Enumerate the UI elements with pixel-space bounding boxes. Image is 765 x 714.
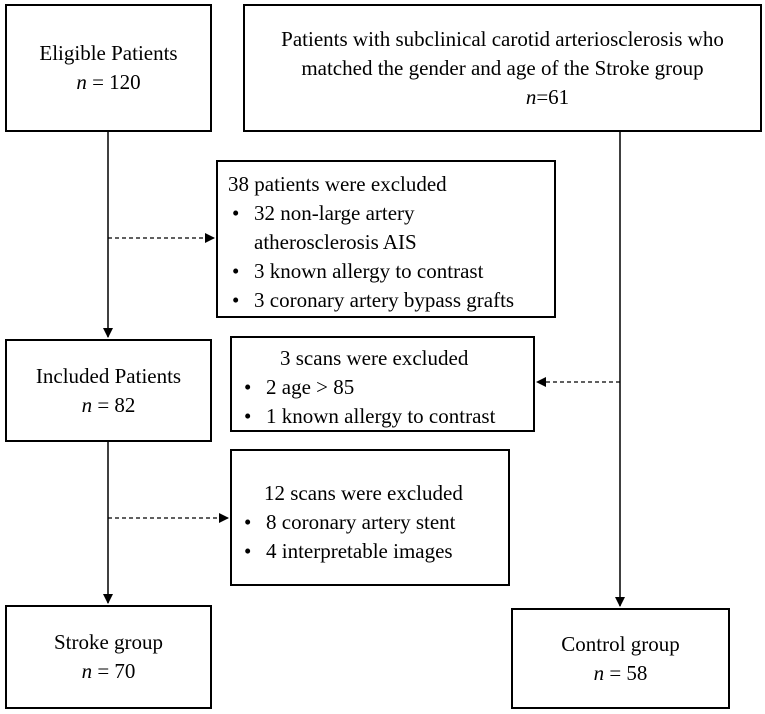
exclusion-box-38-patients: 38 patients were excluded 32 non-large a… — [216, 160, 556, 318]
subclinical-patients-count: n=61 — [436, 83, 569, 112]
exclusion-box-12-scans: 12 scans were excluded 8 coronary artery… — [230, 449, 510, 586]
exclusion-3-item-text: 2 age > 85 — [266, 375, 355, 399]
subclinical-patients-count-value: =61 — [536, 84, 570, 109]
control-group-title: Control group — [561, 631, 680, 656]
exclusion-38-list: 32 non-large artery atherosclerosis AIS … — [228, 199, 554, 315]
exclusion-12-item: 4 interpretable images — [240, 537, 508, 566]
eligible-patients-count-value: = 120 — [92, 70, 141, 94]
n-symbol: n — [76, 70, 87, 94]
subclinical-patients-box: Patients with subclinical carotid arteri… — [243, 4, 762, 132]
n-symbol: n — [525, 84, 537, 109]
exclusion-12-item-text: 4 interpretable images — [266, 539, 453, 563]
exclusion-12-list: 8 coronary artery stent 4 interpretable … — [240, 508, 508, 566]
included-patients-count-value: = 82 — [97, 392, 136, 417]
exclusion-38-title: 38 patients were excluded — [228, 172, 447, 196]
exclusion-3-title: 3 scans were excluded — [280, 346, 469, 370]
stroke-group-box: Stroke group n = 70 — [5, 605, 212, 709]
exclusion-3-item: 2 age > 85 — [240, 373, 533, 402]
subclinical-patients-line2: matched the gender and age of the Stroke… — [301, 55, 704, 80]
control-group-count-value: = 58 — [609, 660, 648, 685]
exclusion-38-item: 3 coronary artery bypass grafts — [228, 286, 554, 315]
subclinical-patients-line1: Patients with subclinical carotid arteri… — [281, 26, 724, 51]
n-symbol: n — [81, 392, 93, 417]
exclusion-3-item: 1 known allergy to contrast — [240, 402, 533, 431]
exclusion-3-list: 2 age > 85 1 known allergy to contrast — [240, 373, 533, 431]
exclusion-38-item: 32 non-large artery atherosclerosis AIS — [228, 199, 554, 257]
exclusion-12-item-text: 8 coronary artery stent — [266, 510, 456, 534]
exclusion-38-item-line: 3 coronary artery bypass grafts — [254, 288, 515, 312]
eligible-patients-count: n = 120 — [76, 68, 140, 97]
exclusion-12-item: 8 coronary artery stent — [240, 508, 508, 537]
exclusion-38-item-line: 32 non-large artery — [254, 201, 415, 225]
exclusion-38-item: 3 known allergy to contrast — [228, 257, 554, 286]
stroke-group-title: Stroke group — [53, 630, 164, 654]
n-symbol: n — [81, 659, 93, 683]
eligible-patients-title: Eligible Patients — [39, 41, 178, 65]
control-group-box: Control group n = 58 — [511, 608, 730, 709]
exclusion-box-3-scans: 3 scans were excluded 2 age > 85 1 known… — [230, 336, 535, 432]
stroke-group-count-value: = 70 — [97, 659, 136, 683]
exclusion-38-item-line: 3 known allergy to contrast — [254, 259, 484, 283]
included-patients-count: n = 82 — [82, 391, 136, 420]
stroke-group-count: n = 70 — [82, 657, 136, 686]
exclusion-12-title: 12 scans were excluded — [264, 481, 463, 505]
included-patients-title: Included Patients — [35, 363, 182, 388]
control-group-count: n = 58 — [594, 659, 648, 688]
exclusion-3-item-text: 1 known allergy to contrast — [266, 404, 496, 428]
included-patients-box: Included Patients n = 82 — [5, 339, 212, 442]
eligible-patients-box: Eligible Patients n = 120 — [5, 4, 212, 132]
exclusion-38-item-line: atherosclerosis AIS — [254, 230, 417, 254]
n-symbol: n — [593, 660, 605, 685]
